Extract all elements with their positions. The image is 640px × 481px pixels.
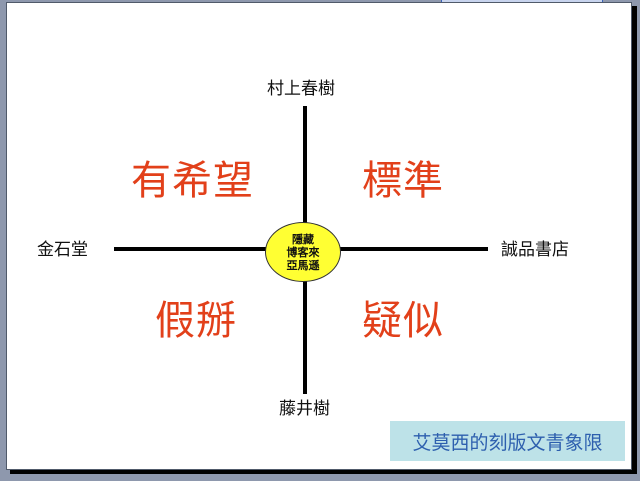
center-circle: 隱藏 博客來 亞馬遜 bbox=[265, 222, 341, 282]
quadrant-label-top-left: 有希望 bbox=[131, 158, 254, 204]
center-text-line: 亞馬遜 bbox=[286, 258, 320, 272]
axis-label-right: 誠品書店 bbox=[501, 240, 569, 260]
center-text-line: 隱藏 bbox=[292, 232, 314, 246]
slide-canvas: 村上春樹 藤井樹 金石堂 誠品書店 有希望 標準 假掰 疑似 隱藏 博客來 亞馬… bbox=[6, 2, 632, 470]
axis-label-left: 金石堂 bbox=[37, 240, 88, 260]
axis-label-top: 村上春樹 bbox=[267, 79, 335, 99]
quadrant-label-bottom-right: 疑似 bbox=[362, 298, 444, 344]
caption-text: 艾莫西的刻版文青象限 bbox=[412, 431, 603, 454]
caption-box: 艾莫西的刻版文青象限 bbox=[390, 421, 625, 461]
quadrant-label-bottom-left: 假掰 bbox=[155, 298, 237, 344]
quadrant-label-top-right: 標準 bbox=[362, 158, 444, 204]
center-text-line: 博客來 bbox=[286, 245, 320, 259]
axis-label-bottom: 藤井樹 bbox=[279, 399, 330, 419]
